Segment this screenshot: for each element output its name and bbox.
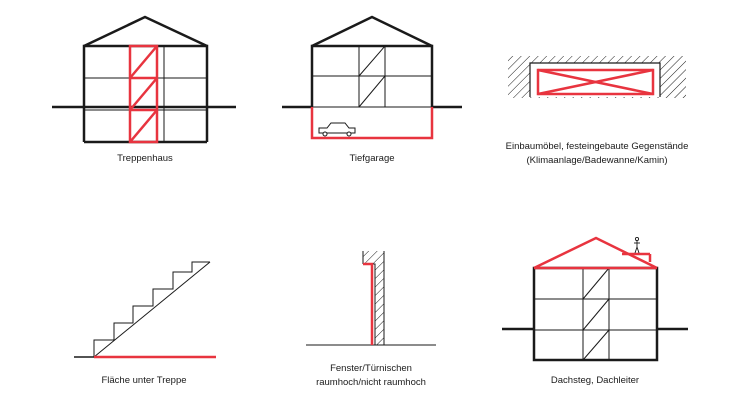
furniture-highlight — [536, 68, 655, 96]
house-underground-garage-diagram — [282, 15, 462, 140]
stairwell-highlight — [128, 44, 159, 144]
area-under-stairs-diagram — [74, 261, 216, 359]
person-icon — [634, 236, 640, 254]
house-stairwell-diagram — [52, 15, 236, 144]
roof-walkway-diagram — [502, 236, 688, 362]
car-icon — [318, 122, 356, 137]
caption-fensternischen: Fenster/Türnischen raumhoch/nicht raumho… — [316, 363, 426, 388]
garage-highlight — [310, 107, 434, 140]
caption-dachsteg: Dachsteg, Dachleiter — [550, 375, 640, 386]
caption-einbaumoebel: Einbaumöbel, festeingebaute Gegenstände … — [505, 141, 689, 166]
caption-flaeche-unter-treppe: Fläche unter Treppe — [101, 375, 187, 386]
roof-highlight — [533, 236, 658, 270]
niche-highlight — [363, 262, 374, 345]
caption-tiefgarage: Tiefgarage — [349, 153, 395, 164]
built-in-furniture-diagram — [508, 56, 686, 98]
caption-treppenhaus: Treppenhaus — [117, 153, 173, 164]
window-niche-diagram — [306, 251, 436, 346]
